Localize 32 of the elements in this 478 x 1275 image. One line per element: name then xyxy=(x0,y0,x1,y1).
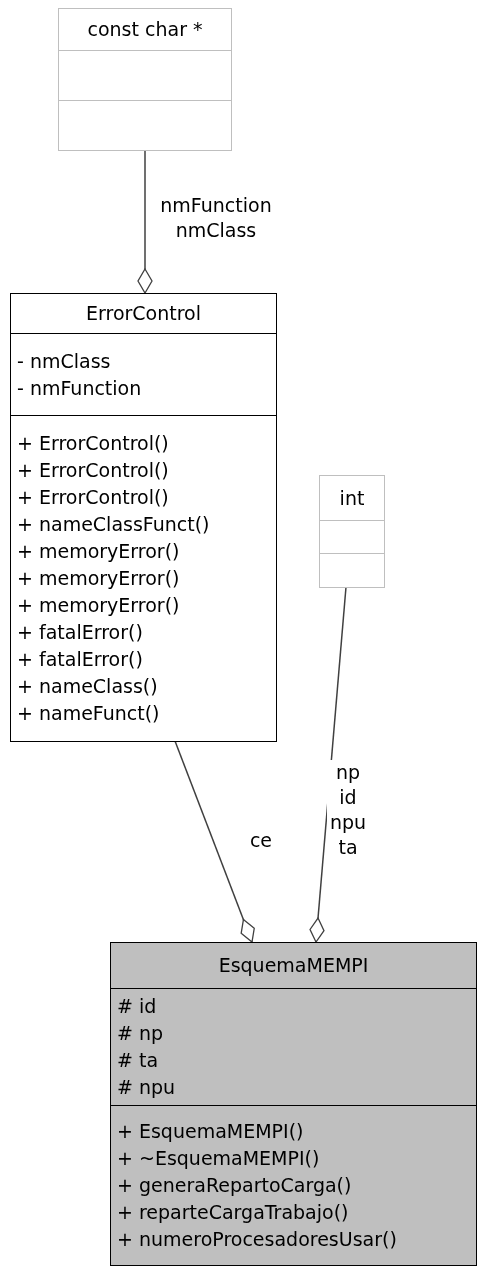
member-text: + fatalError() xyxy=(17,647,144,672)
member-text: + generaRepartoCarga() xyxy=(117,1173,353,1198)
class-box xyxy=(319,475,385,588)
member-text: # npu xyxy=(117,1075,177,1100)
member-text: - nmFunction xyxy=(17,375,143,401)
member-text: # id xyxy=(117,994,158,1019)
class-box xyxy=(110,942,477,1266)
class-name: int xyxy=(339,485,365,511)
member-text: + numeroProcesadoresUsar() xyxy=(117,1227,398,1252)
member-text: + memoryError() xyxy=(17,566,181,591)
member-text: + fatalError() xyxy=(17,620,144,645)
class-box xyxy=(58,8,232,151)
class-name: const char * xyxy=(87,17,203,43)
member-text: + nameClass() xyxy=(17,674,159,699)
member-text: # np xyxy=(117,1021,165,1046)
member-text: + nameClassFunct() xyxy=(17,512,211,537)
member-text: + ErrorControl() xyxy=(17,485,170,510)
class-name: ErrorControl xyxy=(86,301,201,327)
member-text: + memoryError() xyxy=(17,539,181,564)
class-box xyxy=(10,293,277,742)
class-name: EsquemaMEMPI xyxy=(218,953,369,979)
member-text: + memoryError() xyxy=(17,593,181,618)
member-text: + nameFunct() xyxy=(17,701,161,726)
member-text: - nmClass xyxy=(17,348,112,374)
member-text: + ErrorControl() xyxy=(17,458,170,483)
member-text: # ta xyxy=(117,1048,160,1073)
member-text: + ~EsquemaMEMPI() xyxy=(117,1146,321,1171)
member-text: + reparteCargaTrabajo() xyxy=(117,1200,350,1225)
member-text: + EsquemaMEMPI() xyxy=(117,1119,305,1144)
member-text: + ErrorControl() xyxy=(17,431,170,456)
aggregation-line xyxy=(174,740,255,943)
aggregation-line xyxy=(137,149,153,294)
